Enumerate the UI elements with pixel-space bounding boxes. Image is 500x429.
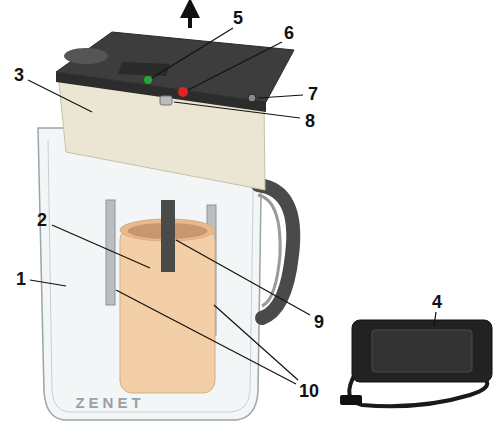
callout-number: 2 [37,211,47,229]
leader-line [28,80,92,112]
power-adapter [352,320,492,382]
leader-line [258,95,303,98]
leader-line [116,290,296,384]
leader-line [188,42,282,90]
callout-number: 7 [308,85,318,103]
leader-line [214,305,298,380]
handle-clip [258,195,280,306]
lid-button [248,94,256,102]
callout-number: 3 [14,66,24,84]
leader-line [176,240,310,315]
callout-number: 6 [284,24,294,42]
inner-electrode [161,200,175,272]
callout-number: 9 [314,313,324,331]
adapter-plate [372,330,472,372]
leader-line [30,280,66,286]
red-led [178,87,188,97]
leader-line [174,102,300,118]
callout-number: 4 [432,293,442,311]
leader-lines [28,28,436,384]
callout-number: 8 [305,112,315,130]
leader-line [52,225,150,268]
green-led [144,76,152,84]
lid-window [118,62,170,76]
lid-edge [56,72,266,112]
brand-watermark: ZENET [75,395,144,410]
lift-arrow [188,8,192,28]
plug-socket [160,96,172,105]
callout-number: 10 [299,382,319,400]
lid-knob [64,48,108,64]
leader-line [434,312,436,326]
callout-number: 5 [233,9,243,27]
leader-line [152,28,233,78]
adapter-plug [340,395,362,405]
jug-handle [258,185,293,318]
callout-number: 1 [16,270,26,288]
